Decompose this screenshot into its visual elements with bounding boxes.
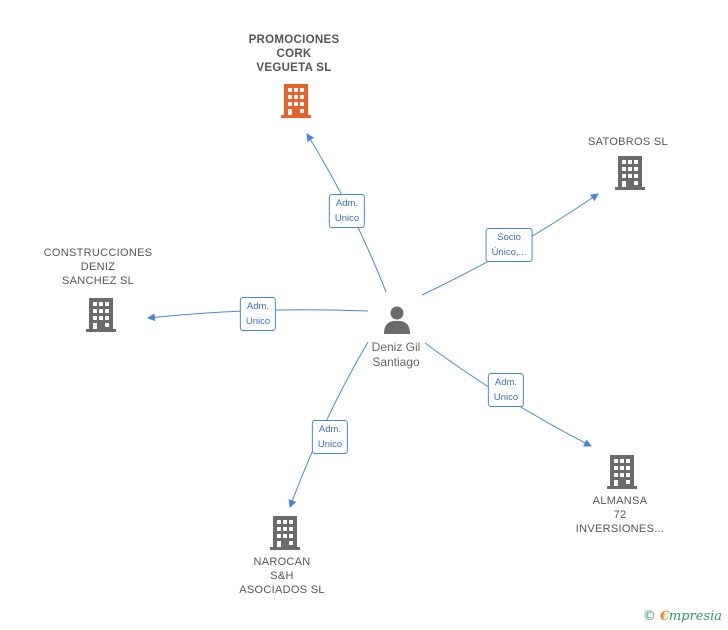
company-name-line: ALMANSA — [592, 495, 648, 507]
relation-line: Adm. — [335, 198, 359, 209]
company-name-line: SANCHEZ SL — [61, 275, 135, 287]
company-name-line: ASOCIADOS SL — [239, 584, 325, 596]
company-name-line: DENIZ — [80, 261, 116, 273]
relation-line: Socio — [497, 232, 521, 243]
relation-line: Unico — [334, 213, 360, 224]
relation-label-promociones[interactable]: Adm. Unico — [328, 194, 366, 228]
relation-line: Unico — [493, 392, 519, 403]
building-icon[interactable] — [270, 516, 300, 550]
company-name-satobros[interactable]: SATOBROS SL — [588, 135, 668, 149]
building-icon[interactable] — [615, 156, 645, 190]
company-name-narocan[interactable]: NAROCAN S&H ASOCIADOS SL — [239, 555, 325, 597]
building-icon[interactable] — [281, 84, 311, 118]
copyright-symbol: © — [642, 609, 656, 624]
relation-label-narocan[interactable]: Adm. Unico — [311, 420, 349, 454]
building-icon[interactable] — [86, 298, 116, 332]
company-name-line: CONSTRUCCIONES — [43, 247, 153, 259]
company-name-line: CORK — [276, 48, 312, 60]
empresia-logo[interactable]: ©€mpresia — [643, 609, 722, 624]
relation-line: Único,... — [491, 247, 527, 258]
company-name-line: SATOBROS SL — [588, 136, 668, 148]
company-name-line: VEGUETA SL — [256, 62, 332, 74]
company-name-line: 72 — [613, 509, 627, 521]
building-icon[interactable] — [607, 455, 637, 489]
company-name-line: INVERSIONES... — [575, 523, 665, 535]
company-name-line: PROMOCIONES — [248, 34, 340, 46]
company-name-promociones[interactable]: PROMOCIONES CORK VEGUETA SL — [249, 33, 340, 75]
person-icon[interactable] — [384, 306, 410, 335]
relation-line: Adm. — [246, 301, 270, 312]
relation-label-almansa[interactable]: Adm. Unico — [487, 373, 525, 407]
brand-name: mpresia — [668, 609, 722, 624]
person-name-line: Santiago — [372, 355, 420, 369]
relation-label-construcciones[interactable]: Adm. Unico — [239, 297, 277, 331]
person-name-line: Deniz Gil — [371, 340, 421, 354]
relation-line: Unico — [245, 316, 271, 327]
relation-line: Unico — [317, 439, 343, 450]
brand-initial: € — [659, 609, 669, 624]
company-name-line: S&H — [270, 570, 294, 582]
company-name-construcciones[interactable]: CONSTRUCCIONES DENIZ SANCHEZ SL — [44, 246, 153, 288]
relation-line: Adm. — [318, 424, 342, 435]
relation-line: Adm. — [494, 377, 518, 388]
company-name-line: NAROCAN — [253, 556, 311, 568]
